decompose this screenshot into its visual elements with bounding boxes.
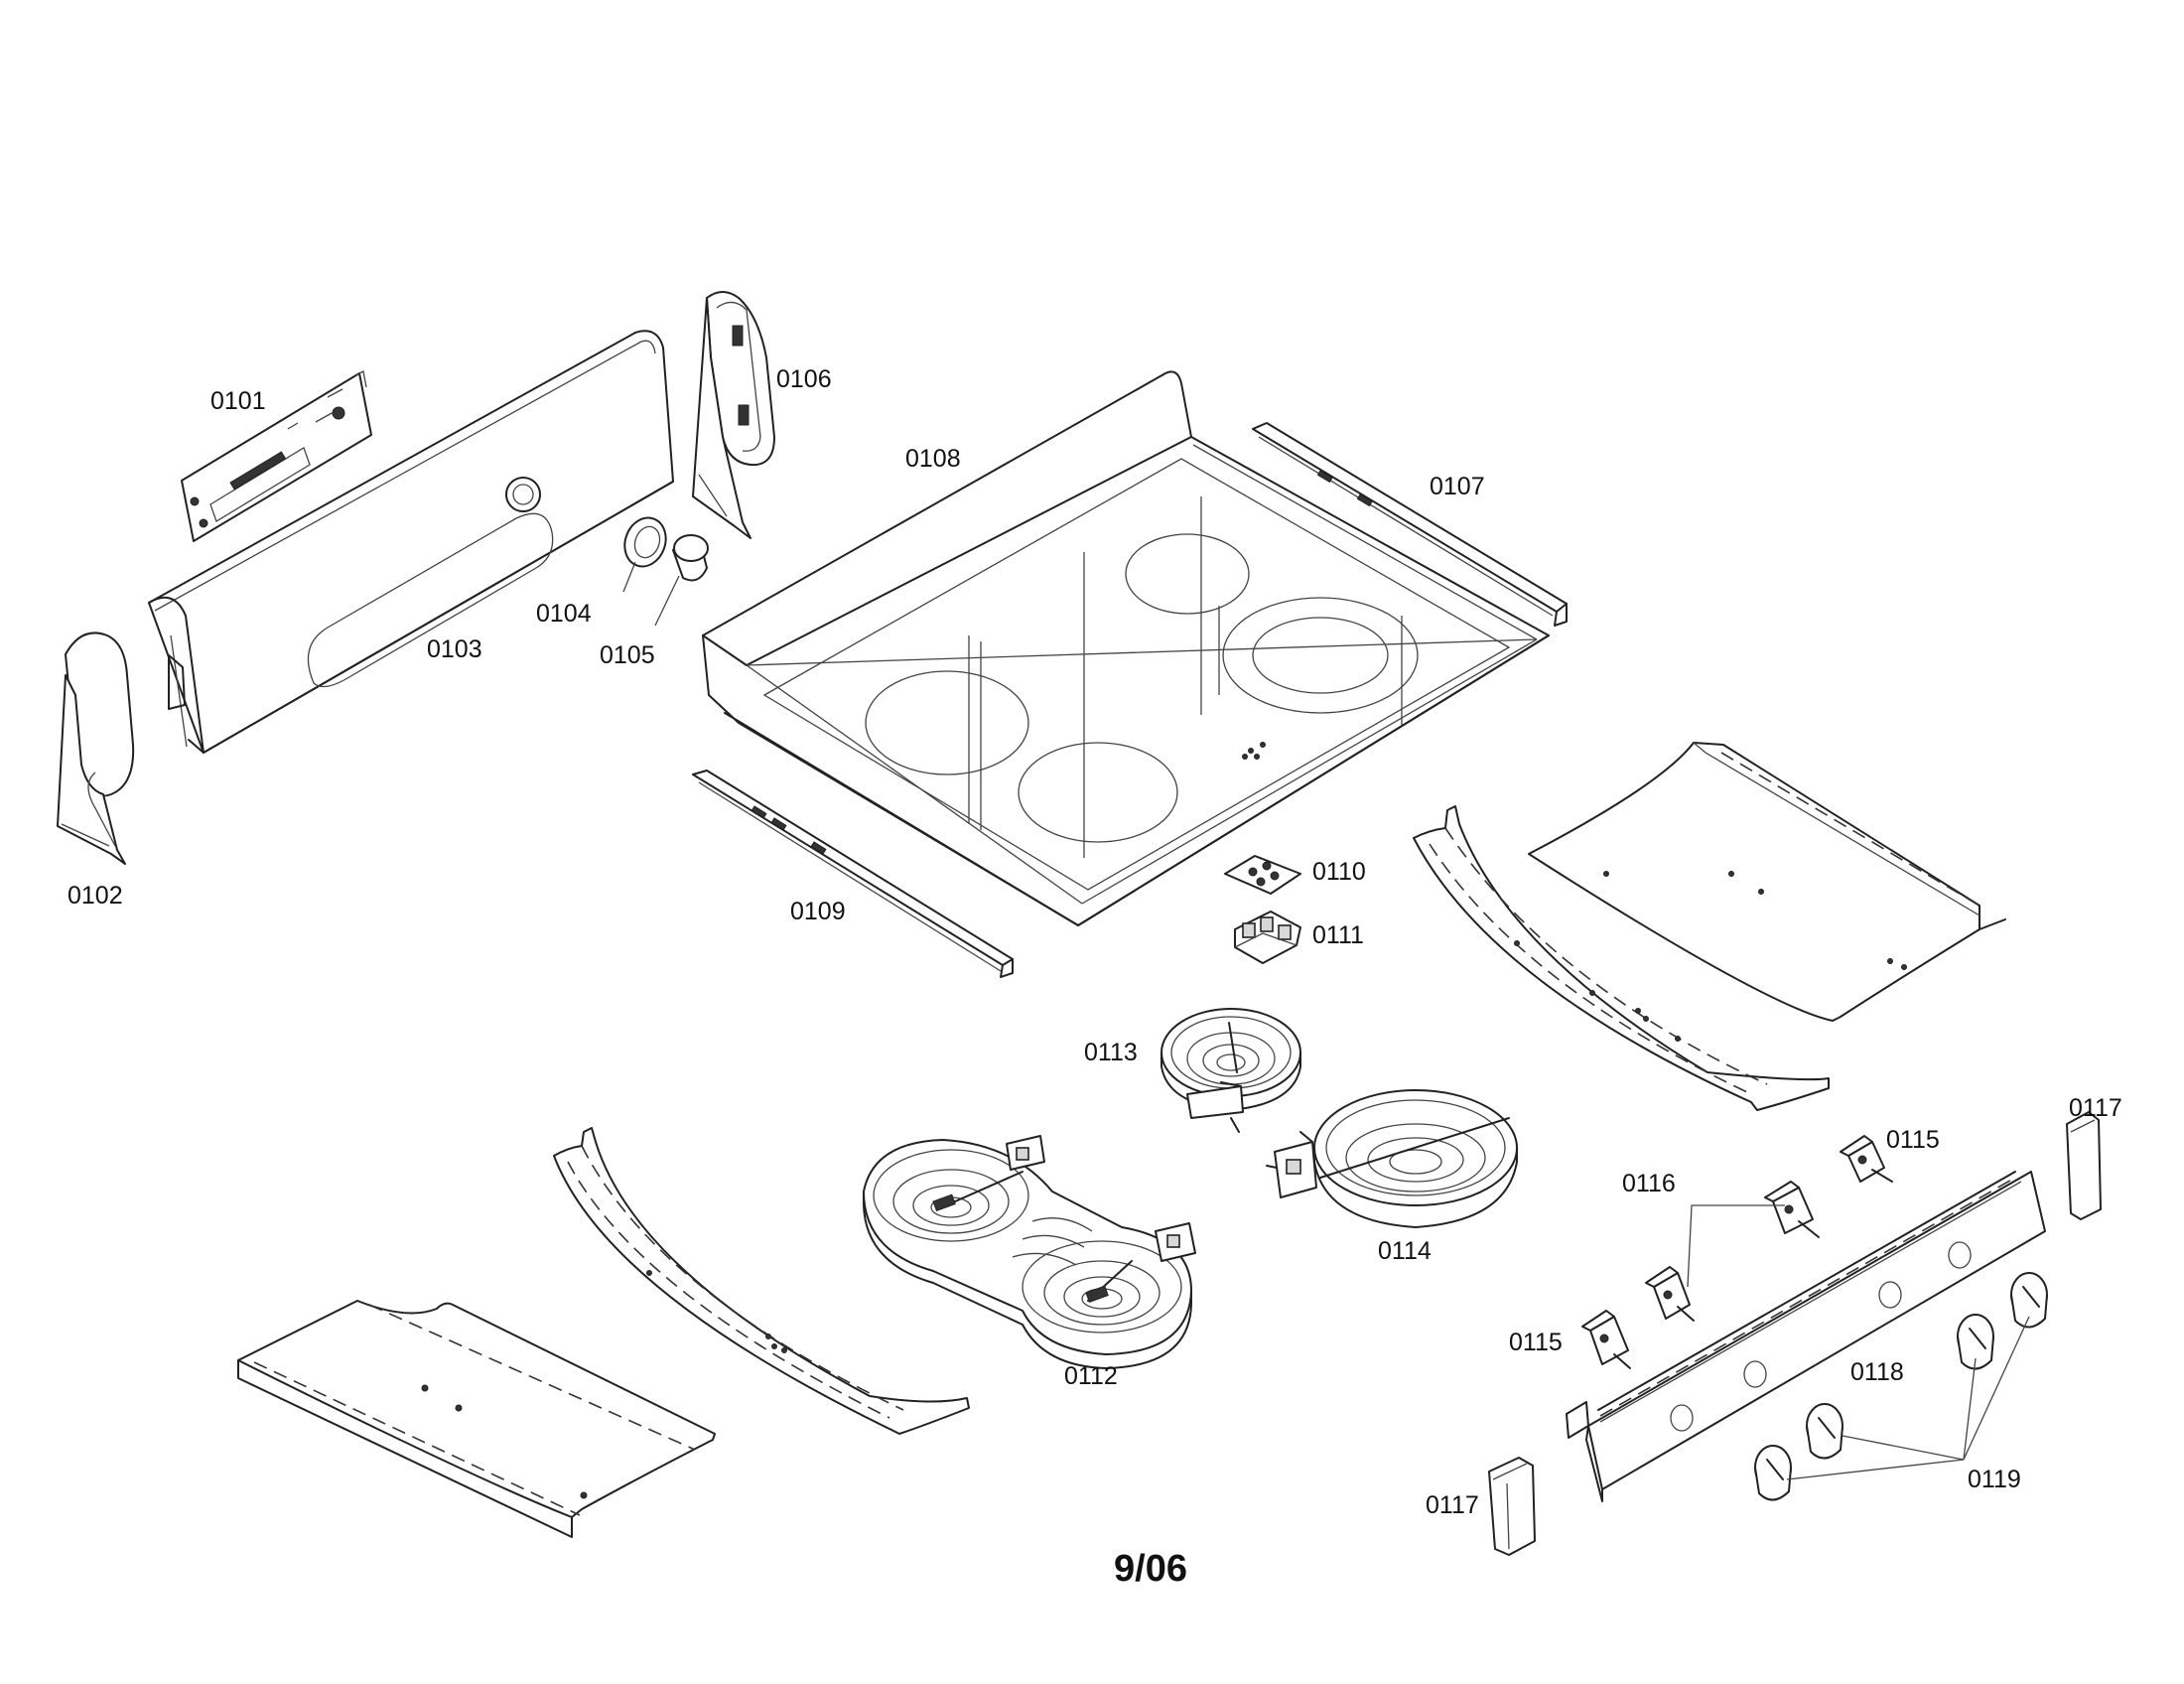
- part-0101-control-board[interactable]: [181, 370, 372, 542]
- label-0118: 0118: [1850, 1358, 1904, 1386]
- part-0110-insulator-pad[interactable]: [1224, 855, 1301, 895]
- switch-leader-lines: [1687, 1204, 1785, 1288]
- part-0117-panel-end-cap-right[interactable]: [2066, 1111, 2102, 1220]
- part-0119-knob-1[interactable]: [1754, 1445, 1792, 1501]
- label-0112: 0112: [1064, 1362, 1118, 1390]
- part-0112-bridge-radiant-element[interactable]: [863, 1135, 1196, 1369]
- part-0109-front-rail[interactable]: [692, 770, 1014, 978]
- label-0104: 0104: [536, 600, 592, 628]
- part-0119-knob-4[interactable]: [2010, 1272, 2048, 1329]
- label-0103: 0103: [427, 635, 482, 663]
- part-0102-left-end-cap[interactable]: [57, 632, 135, 865]
- label-0102: 0102: [68, 882, 123, 910]
- part-0107-rear-rail[interactable]: [1252, 422, 1568, 627]
- label-0107: 0107: [1430, 473, 1485, 500]
- label-0109: 0109: [790, 898, 846, 925]
- label-0116: 0116: [1622, 1170, 1676, 1197]
- label-leader-lines: [622, 561, 680, 627]
- part-labels: 0101 0102 0103 0104 0105 0106 0107 0108 …: [68, 365, 2122, 1519]
- heat-shield-lower-left[interactable]: [237, 1300, 716, 1538]
- part-0103-backguard-panel[interactable]: [148, 330, 674, 754]
- curved-rail-lower-left[interactable]: [553, 1127, 970, 1435]
- part-0117-panel-end-cap-left[interactable]: [1488, 1457, 1536, 1556]
- part-0115-switch-upper[interactable]: [1840, 1135, 1893, 1183]
- part-0116-switch-lower[interactable]: [1645, 1266, 1695, 1322]
- knob-leader-lines: [1786, 1316, 2030, 1480]
- label-0114: 0114: [1378, 1237, 1432, 1265]
- label-0101: 0101: [210, 387, 266, 415]
- label-0105: 0105: [600, 641, 655, 669]
- label-0108: 0108: [905, 445, 961, 473]
- part-0105-knob-cap[interactable]: [672, 534, 709, 582]
- heat-shield-upper-right[interactable]: [1528, 742, 2006, 1022]
- part-0114-radiant-element-large[interactable]: [1266, 1089, 1518, 1228]
- label-0117-right: 0117: [2069, 1094, 2122, 1122]
- part-0115-switch-lower[interactable]: [1581, 1310, 1631, 1369]
- label-0117-left: 0117: [1426, 1491, 1479, 1519]
- label-0111: 0111: [1312, 921, 1364, 949]
- curved-rail-upper-right[interactable]: [1413, 805, 1830, 1111]
- part-0106-right-end-cap[interactable]: [692, 291, 775, 539]
- label-0119: 0119: [1968, 1466, 2021, 1493]
- part-0108-glass-cooktop[interactable]: [702, 370, 1550, 926]
- part-0118-front-control-panel[interactable]: [1566, 1171, 2046, 1502]
- label-0115-lower: 0115: [1509, 1329, 1563, 1356]
- part-0104-grommet[interactable]: [618, 512, 673, 573]
- label-0115-upper: 0115: [1886, 1126, 1940, 1154]
- part-0119-knob-2[interactable]: [1806, 1403, 1843, 1460]
- part-0111-terminal-block[interactable]: [1234, 911, 1301, 964]
- label-0110: 0110: [1312, 858, 1366, 886]
- part-0113-radiant-element-small[interactable]: [1160, 1008, 1301, 1133]
- part-0119-knob-3[interactable]: [1957, 1314, 1994, 1370]
- part-0116-switch-upper[interactable]: [1764, 1181, 1820, 1238]
- label-0106: 0106: [776, 365, 832, 393]
- footer-code: 9/06: [1114, 1548, 1187, 1590]
- label-0113: 0113: [1084, 1039, 1138, 1066]
